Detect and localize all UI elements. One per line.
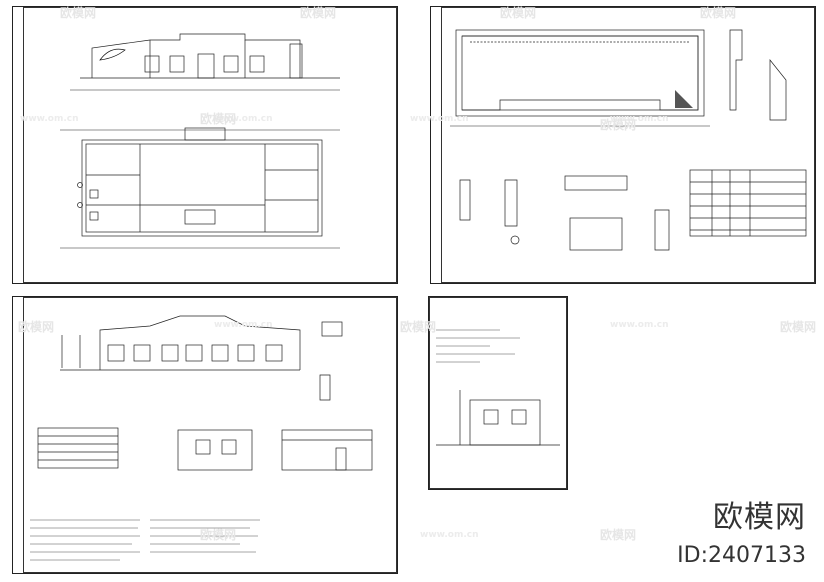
brand-name: 欧模网 bbox=[713, 500, 806, 535]
sheet-bottom-right bbox=[428, 296, 568, 490]
sheet-frame bbox=[429, 297, 567, 489]
sheet-frame bbox=[23, 297, 397, 573]
sheet-frame bbox=[441, 7, 815, 283]
roof-plan bbox=[450, 29, 710, 127]
sheet-top-left bbox=[12, 6, 398, 284]
sheet-frame bbox=[23, 7, 397, 283]
sheet-bottom-left bbox=[12, 296, 398, 574]
brand-id: ID:2407133 bbox=[677, 543, 806, 568]
sheet4-notes bbox=[436, 329, 520, 363]
notes-block bbox=[30, 519, 260, 561]
side-elevations bbox=[37, 427, 373, 471]
front-elevation bbox=[70, 33, 340, 91]
floor-plan bbox=[60, 127, 340, 249]
rear-elevation bbox=[60, 315, 343, 401]
detail-sections bbox=[459, 29, 807, 251]
small-elevation bbox=[436, 390, 560, 446]
sheet-top-right bbox=[430, 6, 816, 284]
